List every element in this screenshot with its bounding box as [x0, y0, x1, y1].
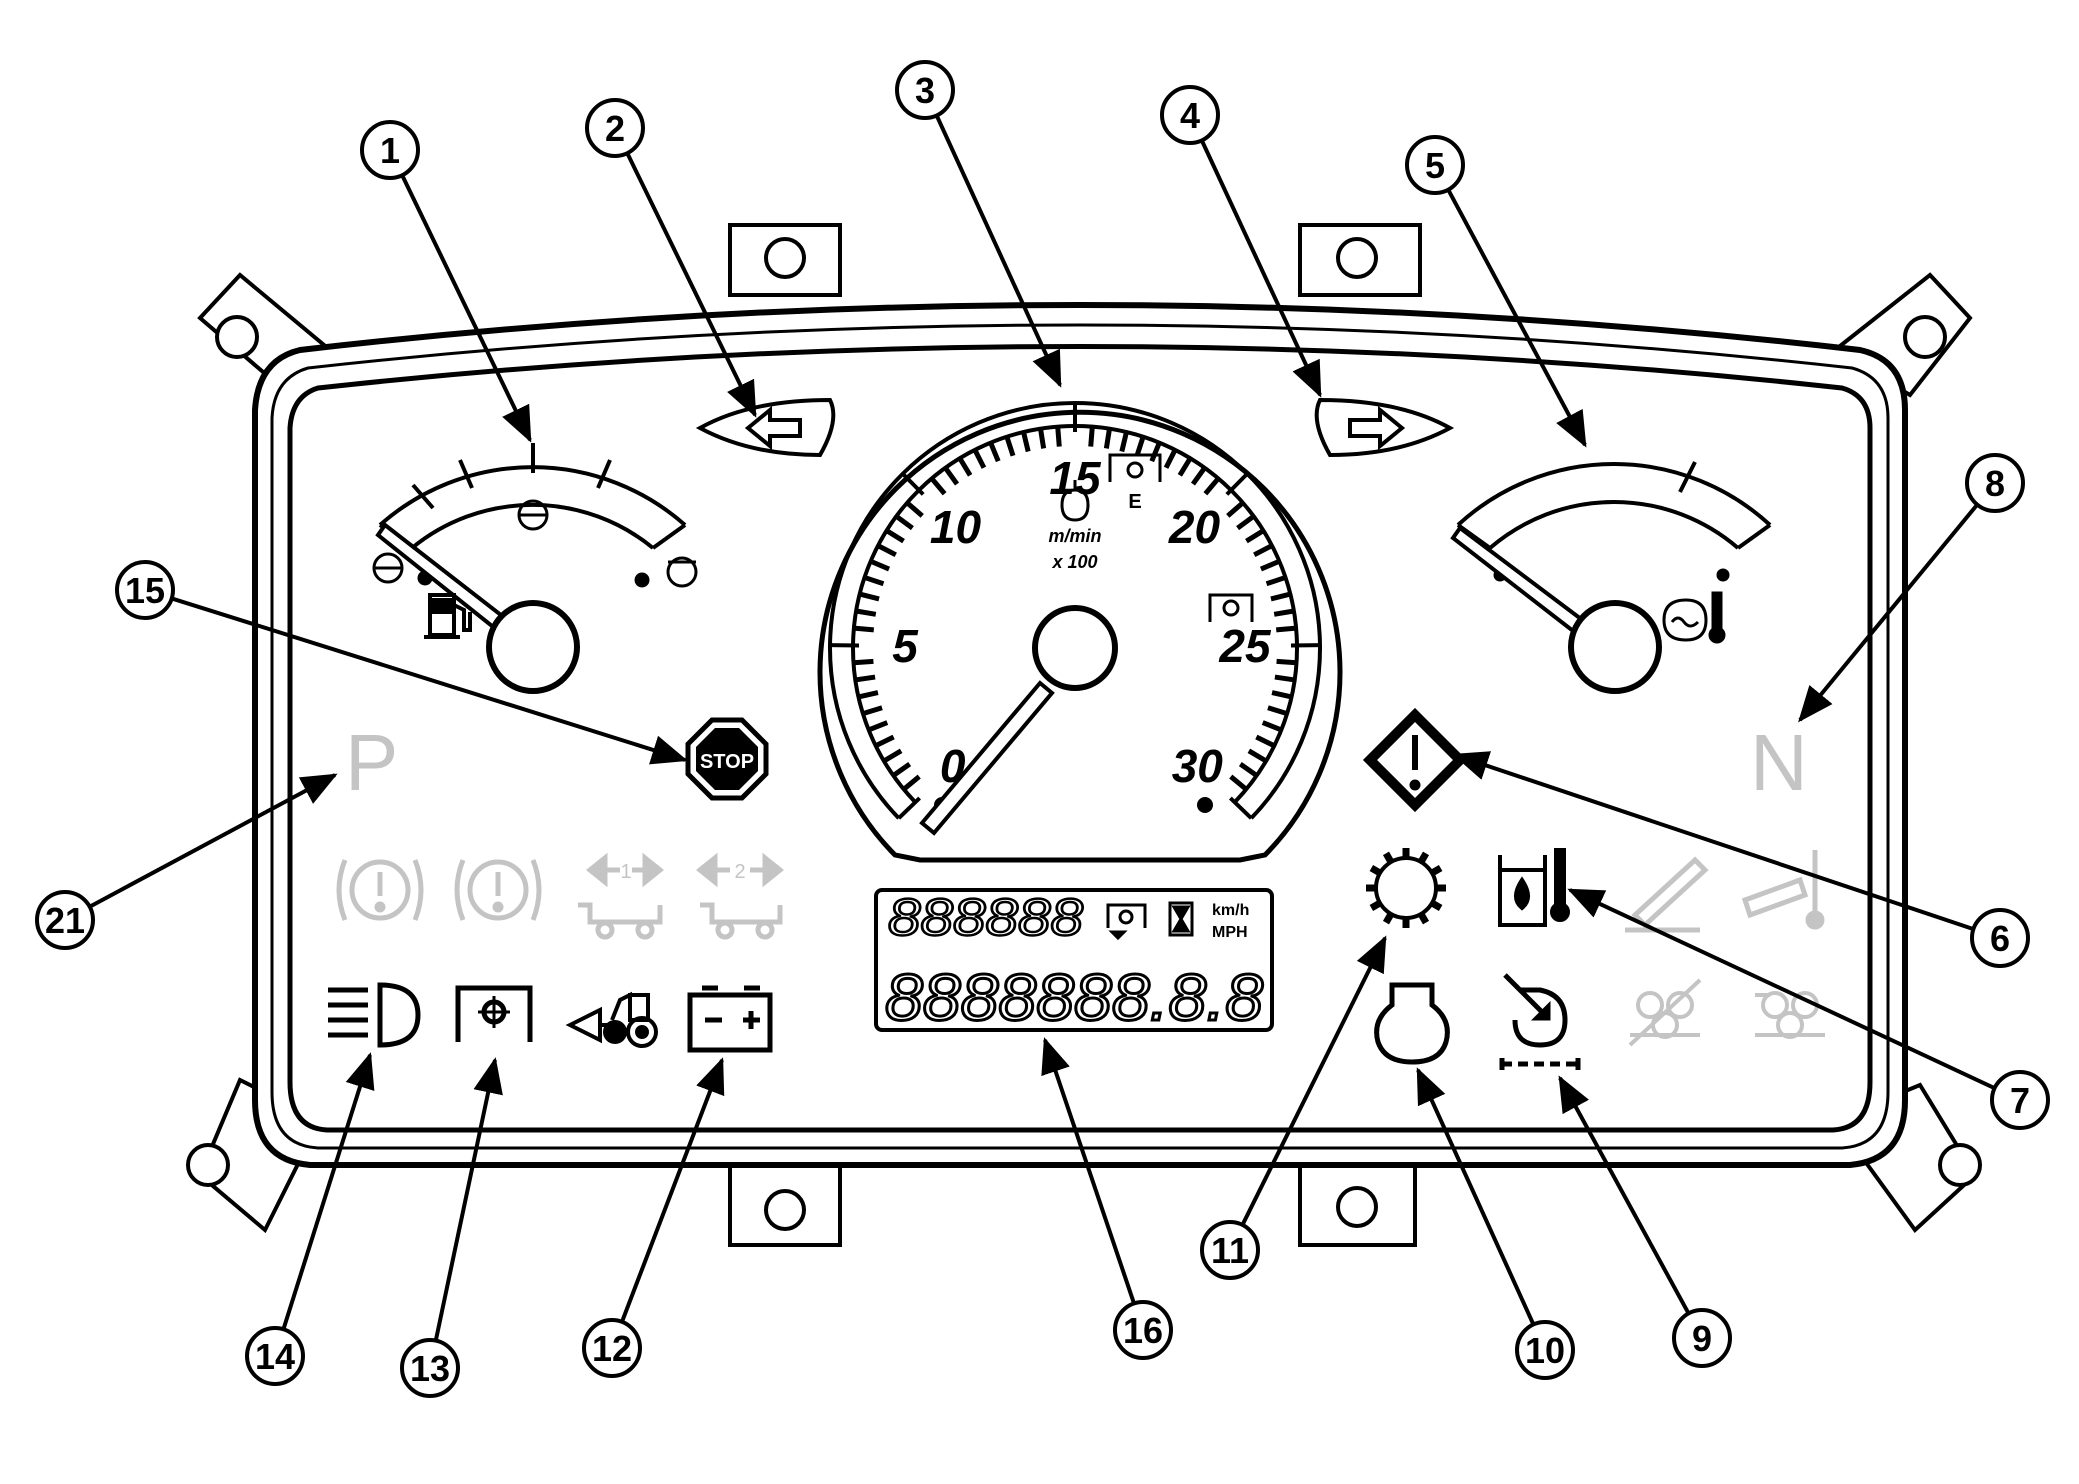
speedometer-label: 5 [892, 620, 919, 672]
speedometer-unit-bottom: x 100 [1051, 552, 1097, 572]
gear-tooth [1371, 868, 1380, 873]
callout-5-number: 5 [1425, 145, 1445, 186]
mount-tab-bottom-center-left [730, 1160, 840, 1245]
gear-tooth [1421, 853, 1426, 862]
mount-tab-top-center-left [730, 225, 840, 295]
callout-2-number: 2 [605, 108, 625, 149]
callout-21: 21 [37, 892, 93, 948]
callout-6-number: 6 [1990, 918, 2010, 959]
eco-mode-letter: E [1128, 491, 1141, 513]
callout-21-number: 21 [45, 900, 85, 941]
lcd-display: 888888 8888888.8.8 km/h MPH [876, 889, 1272, 1034]
callout-11: 11 [1202, 1222, 1258, 1278]
speedometer-tick [854, 628, 874, 630]
mount-tab-top-center-right [1300, 225, 1420, 295]
gear-tooth [1371, 903, 1380, 908]
speedometer-label: 25 [1218, 620, 1272, 672]
stop-label: STOP [700, 751, 754, 773]
callout-3: 3 [897, 62, 953, 118]
callout-7: 7 [1992, 1072, 2048, 1128]
callout-10: 10 [1517, 1322, 1573, 1378]
speedometer-tick [1274, 611, 1294, 614]
callout-5: 5 [1407, 137, 1463, 193]
speedometer-tick [1091, 427, 1093, 447]
speedometer-label: 15 [1049, 452, 1102, 504]
callout-1-number: 1 [380, 130, 400, 171]
callout-15: 15 [117, 562, 173, 618]
callout-10-number: 10 [1525, 1330, 1565, 1371]
park-indicator: P [345, 718, 398, 807]
speedometer-tick [1041, 429, 1044, 449]
callout-13: 13 [402, 1340, 458, 1396]
speedometer-tick [1275, 677, 1295, 680]
gear-tooth [1432, 868, 1441, 873]
callout-3-number: 3 [915, 70, 935, 111]
mount-tab-bottom-center-right [1300, 1160, 1415, 1245]
callout-4-number: 4 [1180, 95, 1200, 136]
callout-1: 1 [362, 122, 418, 178]
callout-11-number: 11 [1211, 1230, 1249, 1271]
lcd-unit-kmh: km/h [1212, 902, 1249, 919]
gear-tooth [1432, 903, 1441, 908]
callout-13-number: 13 [410, 1348, 450, 1389]
speedometer-tick [1276, 628, 1296, 630]
gear-tooth [1386, 914, 1391, 923]
callout-15-number: 15 [125, 570, 165, 611]
callout-12: 12 [584, 1320, 640, 1376]
callout-7-number: 7 [2010, 1080, 2030, 1121]
speedometer-label: 10 [930, 501, 982, 553]
callout-6: 6 [1972, 910, 2028, 966]
callout-4: 4 [1162, 87, 1218, 143]
gear-tooth [1386, 853, 1391, 862]
lcd-top-digits: 888888 [888, 889, 1083, 947]
callout-9-number: 9 [1692, 1318, 1712, 1359]
callout-14-number: 14 [255, 1336, 295, 1377]
callout-16-number: 16 [1123, 1310, 1163, 1351]
gear-tooth [1421, 914, 1426, 923]
callout-8: 8 [1967, 455, 2023, 511]
speedometer-tick [1277, 661, 1297, 662]
callout-8-number: 8 [1985, 463, 2005, 504]
speedometer-unit-top: m/min [1048, 526, 1101, 546]
callout-9: 9 [1674, 1310, 1730, 1366]
callout-12-number: 12 [592, 1328, 632, 1369]
neutral-indicator: N [1750, 718, 1808, 807]
speedometer-label: 30 [1172, 740, 1224, 792]
callout-2: 2 [587, 100, 643, 156]
speedometer-label: 20 [1168, 501, 1221, 553]
speedometer-tick [853, 661, 873, 662]
speedometer-tick [856, 611, 876, 614]
speedometer-tick [855, 677, 875, 680]
speedometer-tick [1106, 429, 1109, 449]
lcd-bottom-digits: 8888888.8.8 [885, 960, 1263, 1034]
lcd-unit-mph: MPH [1212, 924, 1248, 941]
stop-icon: STOP [688, 720, 766, 798]
callout-14: 14 [247, 1328, 303, 1384]
trailer-indicator-2-number: 2 [734, 861, 745, 883]
speedometer-tick [1058, 427, 1060, 447]
trailer-indicator-1-number: 1 [620, 861, 631, 883]
callout-16: 16 [1115, 1302, 1171, 1358]
